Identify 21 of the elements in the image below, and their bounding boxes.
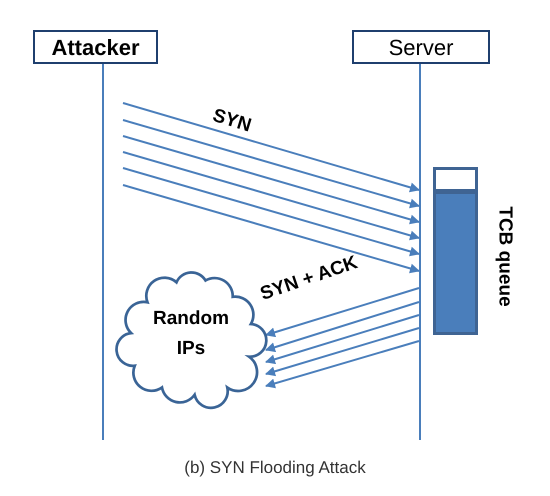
queue-bar bbox=[433, 167, 478, 335]
message-arrow bbox=[122, 184, 420, 274]
lifeline bbox=[102, 64, 104, 440]
lifeline bbox=[419, 64, 421, 440]
message-arrow bbox=[122, 151, 420, 240]
participant-box: Attacker bbox=[33, 30, 158, 64]
message-arrow bbox=[122, 102, 420, 192]
message-arrow bbox=[122, 119, 420, 208]
message-arrow bbox=[265, 287, 420, 338]
edge-label: SYN + ACK bbox=[258, 253, 360, 304]
edge-label: SYN bbox=[210, 106, 254, 136]
message-arrow bbox=[122, 135, 420, 224]
queue-label: TCB queue bbox=[496, 205, 514, 309]
message-arrow bbox=[122, 167, 420, 256]
participant-box: Server bbox=[352, 30, 490, 64]
caption: (b) SYN Flooding Attack bbox=[183, 457, 367, 479]
message-arrow bbox=[265, 301, 420, 352]
message-arrow bbox=[265, 327, 420, 376]
cloud-label: Random IPs bbox=[152, 307, 230, 361]
message-arrow bbox=[265, 340, 420, 388]
message-arrow bbox=[265, 314, 420, 364]
